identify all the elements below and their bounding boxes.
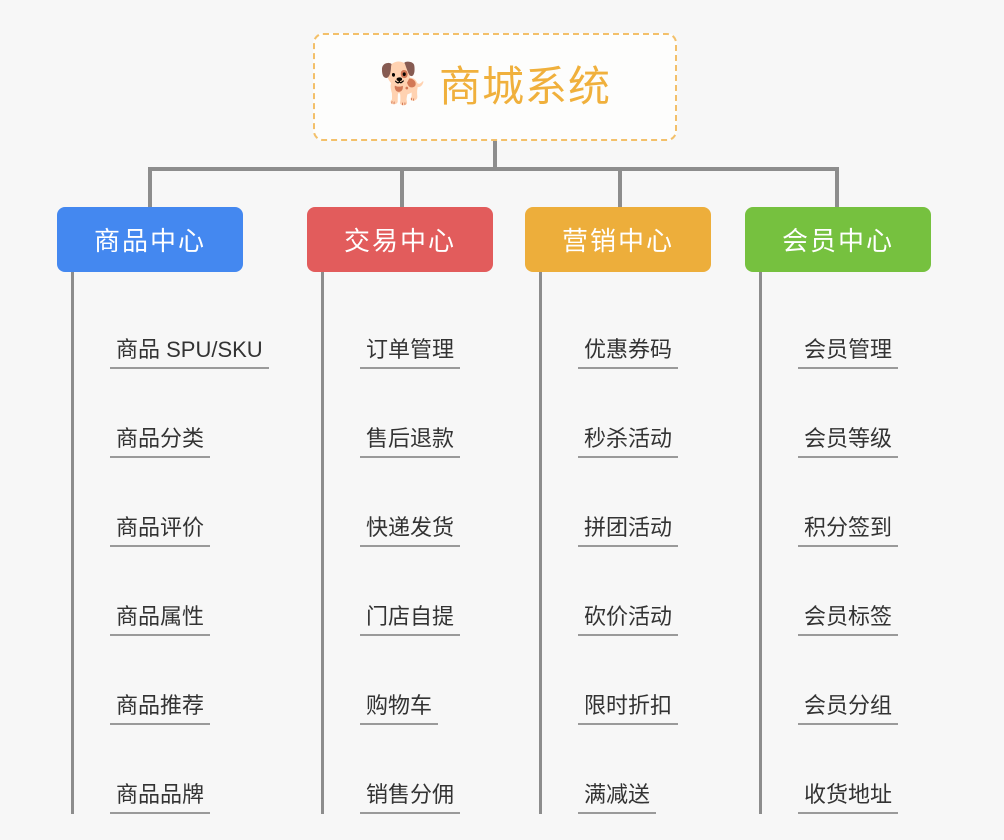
leaf-item[interactable]: 会员管理	[762, 280, 931, 369]
leaf-label: 商品评价	[110, 514, 211, 547]
leaf-item[interactable]: 商品 SPU/SKU	[74, 280, 269, 369]
leaf-label: 砍价活动	[578, 603, 679, 636]
branch-leaf-list-member: 会员管理 会员等级 积分签到 会员标签 会员分组 收货地址	[759, 272, 931, 814]
root-node[interactable]: 🐕 商城系统	[313, 33, 677, 141]
leaf-item[interactable]: 商品属性	[74, 547, 269, 636]
leaf-item[interactable]: 销售分佣	[324, 725, 493, 814]
leaf-label: 会员等级	[798, 425, 899, 458]
leaf-item[interactable]: 优惠券码	[542, 280, 711, 369]
leaf-item[interactable]: 售后退款	[324, 369, 493, 458]
leaf-label: 收货地址	[798, 781, 899, 814]
leaf-label: 积分签到	[798, 514, 899, 547]
branch-header-marketing[interactable]: 营销中心	[525, 207, 711, 272]
branch-header-product[interactable]: 商品中心	[57, 207, 243, 272]
shiba-inu-dog-face-icon: 🐕	[378, 62, 429, 106]
leaf-item[interactable]: 商品评价	[74, 458, 269, 547]
leaf-item[interactable]: 限时折扣	[542, 636, 711, 725]
leaf-label: 商品属性	[110, 603, 211, 636]
leaf-label: 会员标签	[798, 603, 899, 636]
leaf-label: 商品 SPU/SKU	[110, 336, 269, 369]
leaf-label: 订单管理	[360, 336, 461, 369]
leaf-label: 秒杀活动	[578, 425, 679, 458]
leaf-item[interactable]: 会员分组	[762, 636, 931, 725]
leaf-label: 限时折扣	[578, 692, 679, 725]
leaf-item[interactable]: 秒杀活动	[542, 369, 711, 458]
leaf-label: 商品分类	[110, 425, 211, 458]
leaf-label: 购物车	[360, 692, 439, 725]
leaf-label: 商品推荐	[110, 692, 211, 725]
leaf-item[interactable]: 订单管理	[324, 280, 493, 369]
branch-leaf-list-marketing: 优惠券码 秒杀活动 拼团活动 砍价活动 限时折扣 满减送	[539, 272, 711, 814]
connector-drop-4	[835, 167, 839, 207]
connector-horizontal-bus	[148, 167, 837, 171]
leaf-label: 快递发货	[360, 514, 461, 547]
leaf-item[interactable]: 购物车	[324, 636, 493, 725]
leaf-item[interactable]: 门店自提	[324, 547, 493, 636]
root-title: 商城系统	[438, 63, 611, 110]
leaf-item[interactable]: 拼团活动	[542, 458, 711, 547]
leaf-label: 满减送	[578, 781, 657, 814]
leaf-label: 门店自提	[360, 603, 461, 636]
branch-column-product: 商品中心 商品 SPU/SKU 商品分类 商品评价 商品属性 商品推荐 商品品牌	[57, 207, 269, 814]
leaf-item[interactable]: 商品品牌	[74, 725, 269, 814]
leaf-item[interactable]: 满减送	[542, 725, 711, 814]
connector-drop-3	[618, 167, 622, 207]
leaf-label: 售后退款	[360, 425, 461, 458]
leaf-item[interactable]: 会员标签	[762, 547, 931, 636]
branch-header-trade[interactable]: 交易中心	[307, 207, 493, 272]
leaf-item[interactable]: 积分签到	[762, 458, 931, 547]
leaf-item[interactable]: 快递发货	[324, 458, 493, 547]
leaf-label: 销售分佣	[360, 781, 461, 814]
branch-column-trade: 交易中心 订单管理 售后退款 快递发货 门店自提 购物车 销售分佣	[307, 207, 493, 814]
leaf-item[interactable]: 商品分类	[74, 369, 269, 458]
leaf-label: 拼团活动	[578, 514, 679, 547]
leaf-item[interactable]: 收货地址	[762, 725, 931, 814]
connector-drop-1	[148, 167, 152, 207]
leaf-item[interactable]: 商品推荐	[74, 636, 269, 725]
leaf-label: 会员分组	[798, 692, 899, 725]
connector-trunk	[493, 141, 497, 171]
branch-header-member[interactable]: 会员中心	[745, 207, 931, 272]
connector-drop-2	[400, 167, 404, 207]
leaf-label: 会员管理	[798, 336, 899, 369]
branch-leaf-list-trade: 订单管理 售后退款 快递发货 门店自提 购物车 销售分佣	[321, 272, 493, 814]
leaf-item[interactable]: 会员等级	[762, 369, 931, 458]
leaf-label: 优惠券码	[578, 336, 679, 369]
branch-leaf-list-product: 商品 SPU/SKU 商品分类 商品评价 商品属性 商品推荐 商品品牌	[71, 272, 269, 814]
branch-column-member: 会员中心 会员管理 会员等级 积分签到 会员标签 会员分组 收货地址	[745, 207, 931, 814]
leaf-item[interactable]: 砍价活动	[542, 547, 711, 636]
branch-column-marketing: 营销中心 优惠券码 秒杀活动 拼团活动 砍价活动 限时折扣 满减送	[525, 207, 711, 814]
leaf-label: 商品品牌	[110, 781, 211, 814]
